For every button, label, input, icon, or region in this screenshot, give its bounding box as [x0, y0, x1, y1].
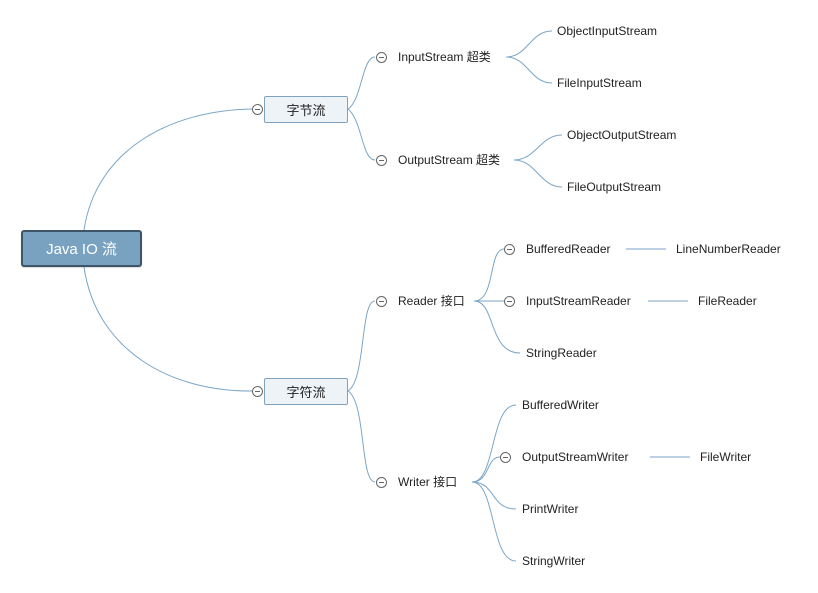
file-output-stream-node[interactable]: FileOutputStream: [567, 180, 662, 194]
collapse-reader-icon[interactable]: [376, 296, 387, 307]
link-writer-outputstream: [471, 456, 501, 483]
outputstream-node[interactable]: OutputStream 超类: [398, 153, 501, 167]
collapse-inputstream-reader-icon[interactable]: [504, 296, 515, 307]
root-node[interactable]: Java IO 流: [21, 230, 142, 267]
collapse-writer-icon[interactable]: [376, 477, 387, 488]
writer-node[interactable]: Writer 接口: [398, 475, 458, 489]
link-root-char: [83, 266, 254, 392]
link-root-byte: [83, 108, 254, 231]
file-input-stream-node[interactable]: FileInputStream: [557, 76, 642, 90]
root-node-label: Java IO 流: [46, 241, 117, 258]
char-stream-node[interactable]: 字符流: [264, 378, 348, 405]
string-writer-node[interactable]: StringWriter: [522, 554, 586, 568]
collapse-inputstream-icon[interactable]: [376, 52, 387, 63]
object-input-stream-node[interactable]: ObjectInputStream: [557, 24, 658, 38]
link-byte-output: [347, 108, 376, 161]
collapse-char-stream-icon[interactable]: [252, 386, 263, 397]
outputstream-writer-node[interactable]: OutputStreamWriter: [522, 450, 629, 464]
collapse-buffered-reader-icon[interactable]: [504, 244, 515, 255]
link-char-reader: [347, 300, 376, 392]
link-writer-string: [471, 481, 517, 562]
reader-node[interactable]: Reader 接口: [398, 294, 465, 308]
object-output-stream-node[interactable]: ObjectOutputStream: [567, 128, 677, 142]
link-writer-print: [471, 481, 517, 510]
byte-stream-label: 字节流: [286, 103, 326, 118]
string-reader-node[interactable]: StringReader: [526, 346, 597, 360]
print-writer-node[interactable]: PrintWriter: [522, 502, 579, 516]
collapse-outputstream-writer-icon[interactable]: [500, 452, 511, 463]
link-char-writer: [347, 390, 376, 483]
collapse-byte-stream-icon[interactable]: [252, 104, 263, 115]
inputstream-reader-node[interactable]: InputStreamReader: [526, 294, 631, 308]
link-reader-string: [473, 300, 521, 354]
link-byte-input: [347, 56, 376, 110]
link-input-object: [505, 30, 553, 58]
link-output-object: [513, 134, 563, 161]
link-input-file: [505, 56, 553, 84]
buffered-writer-node[interactable]: BufferedWriter: [522, 398, 599, 412]
char-stream-label: 字符流: [286, 385, 326, 400]
buffered-reader-node[interactable]: BufferedReader: [526, 242, 611, 256]
link-reader-buffered: [473, 248, 505, 302]
link-writer-buffered: [471, 404, 517, 483]
inputstream-node[interactable]: InputStream 超类: [398, 50, 491, 64]
link-output-file: [513, 159, 563, 188]
file-reader-node[interactable]: FileReader: [698, 294, 757, 308]
collapse-outputstream-icon[interactable]: [376, 155, 387, 166]
byte-stream-node[interactable]: 字节流: [264, 96, 348, 123]
file-writer-node[interactable]: FileWriter: [700, 450, 752, 464]
line-number-reader-node[interactable]: LineNumberReader: [676, 242, 781, 256]
